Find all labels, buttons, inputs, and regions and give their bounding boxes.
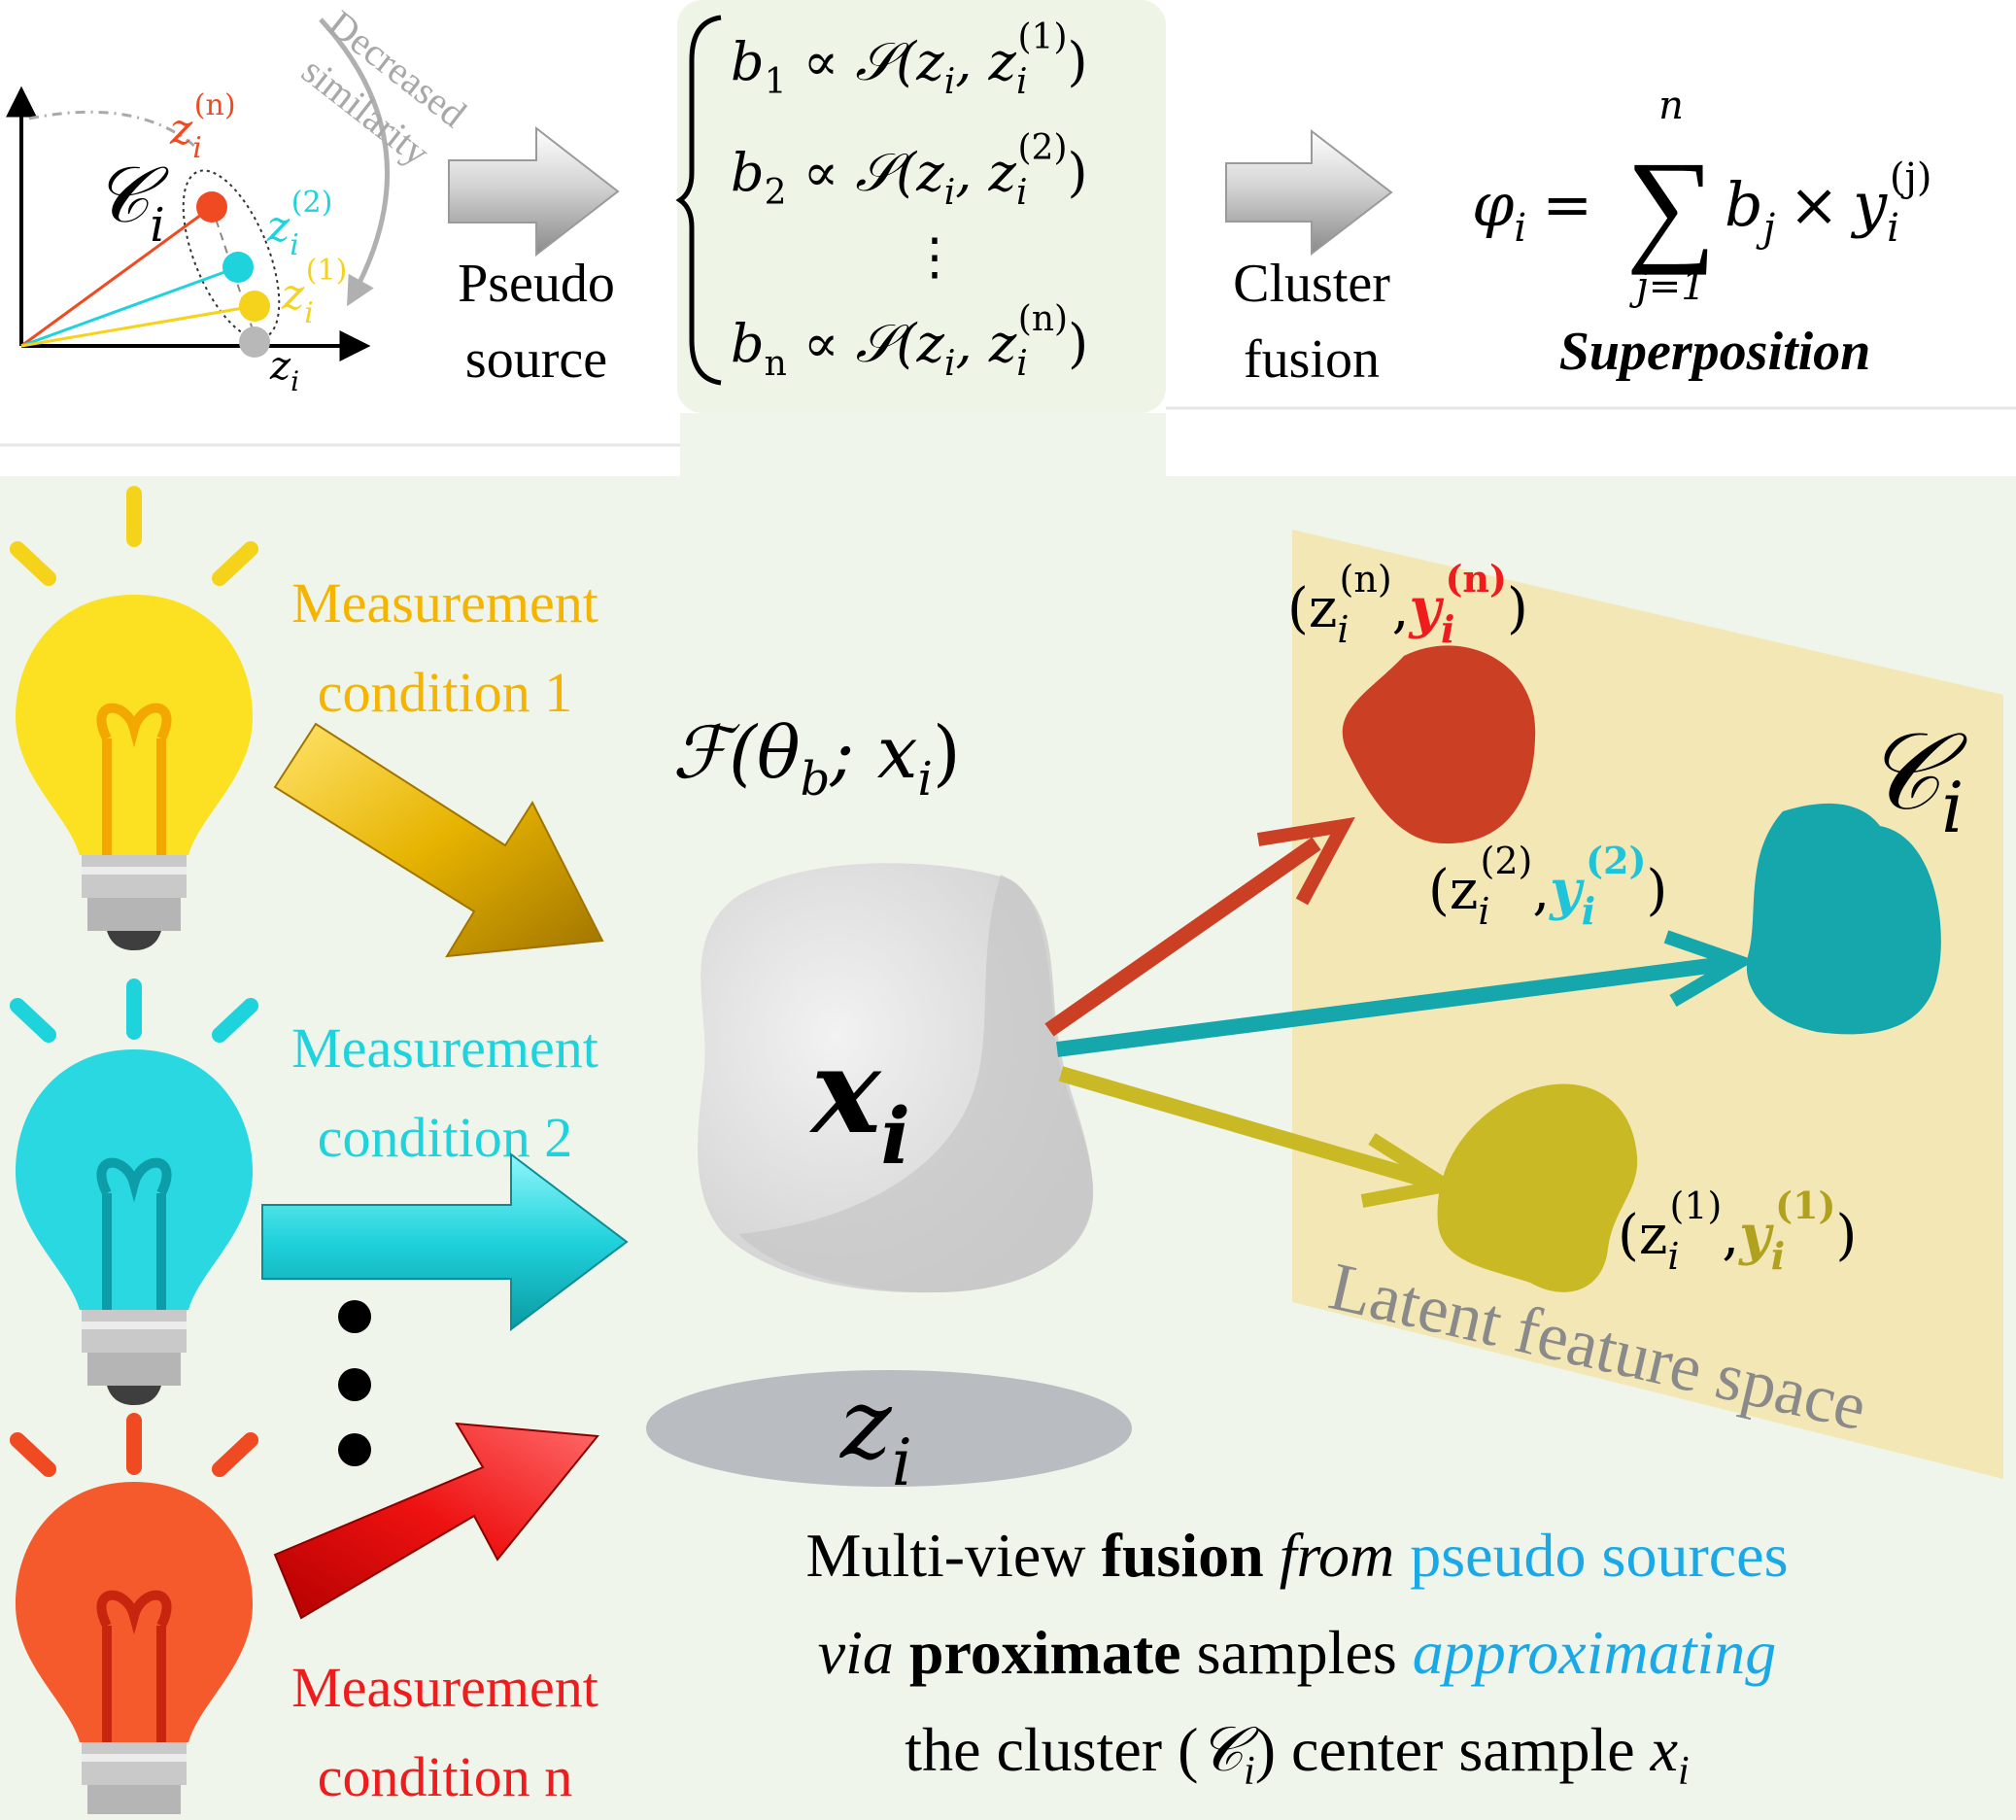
red-arrow [273, 1422, 599, 1620]
pseudo-label: Pseudo [458, 254, 615, 314]
condition-n-line1: Measurement [291, 1656, 598, 1719]
point-z0 [239, 326, 270, 358]
decreased-similarity-arc [319, 17, 391, 307]
sum-top: n [1658, 84, 1684, 128]
caption-line-3: the cluster (𝒞i) center sample xi [905, 1715, 1689, 1794]
label-z1: zi(1) [281, 254, 347, 330]
bottom-section: Latent feature space [0, 406, 2016, 1820]
lightbulb-cyan-icon [10, 979, 258, 1405]
label-zn: zi(n) [169, 88, 236, 165]
line-to-zn [20, 205, 213, 348]
dash-dot-curve [28, 110, 195, 148]
left-brace [675, 15, 722, 386]
x-center-label: xi [808, 1023, 910, 1182]
center-sample-blob [698, 863, 1094, 1293]
equation-box: b1 ∝ 𝒮(zi, zi(1)) b2 ∝ 𝒮(zi, zi(2)) ⋮ bn… [675, 0, 1166, 413]
caption-line-1: Multi-view fusion from pseudo sources [806, 1521, 1789, 1590]
z-center-label: zi [839, 1367, 912, 1500]
top-section: 𝒞i zi(n) zi(2) zi(1) zi Decreased simila… [6, 0, 1932, 413]
fusion-label: fusion [1244, 329, 1380, 390]
point-z2 [222, 252, 254, 283]
caption-line-2: via proximate samples approximating [818, 1618, 1777, 1687]
model-label: ℱ(θb; xi) [672, 711, 961, 807]
phi-term: φi= [1472, 169, 1592, 251]
ellipsis-dot-1 [338, 1300, 371, 1333]
point-z1 [239, 291, 270, 322]
lightbulb-yellow-icon [10, 486, 258, 950]
cyan-arrow [261, 1151, 629, 1332]
silver-arrow-2 [1225, 128, 1393, 257]
point-zn [196, 191, 227, 223]
superposition-formula: φi= ∑ n j=1 bj×yi(j) Superposition [1472, 84, 1932, 382]
condition-n-line2: condition n [318, 1745, 573, 1808]
lightbulb-red-icon [10, 1413, 258, 1814]
gold-arrow [273, 722, 604, 958]
label-z2: zi(2) [266, 186, 332, 262]
olive-cluster-blob [1437, 1083, 1638, 1292]
pair-label-n: (zi(n),yi(n)) [1287, 557, 1528, 651]
condition-1-line1: Measurement [291, 571, 598, 635]
silver-arrow-1 [448, 125, 620, 258]
cluster-label: Cluster [1233, 254, 1390, 314]
red-cluster-blob [1342, 645, 1536, 844]
pair-label-2: (zi(2),yi(2)) [1428, 839, 1667, 933]
sum-term: bj×yi(j) [1725, 155, 1932, 251]
eq-b2: b2 ∝ 𝒮(zi, zi(2)) [731, 128, 1088, 213]
label-z0: zi [269, 344, 299, 397]
superposition-caption: Superposition [1559, 322, 1871, 382]
similarity-axis-plot: 𝒞i zi(n) zi(2) zi(1) zi Decreased simila… [6, 2, 474, 397]
condition-2-line1: Measurement [291, 1016, 598, 1080]
ellipsis-dot-2 [338, 1368, 371, 1401]
sum-bottom: j=1 [1628, 264, 1705, 309]
teal-cluster-blob [1746, 803, 1941, 1035]
eq-bn: bn ∝ 𝒮(zi, zi(n)) [731, 299, 1088, 384]
arrow-to-red-blob [1044, 816, 1355, 1037]
axis-cluster-label: 𝒞i [93, 150, 169, 253]
sum-symbol: ∑ [1626, 136, 1717, 276]
source-label: source [465, 329, 607, 390]
z-shadow-ellipse [646, 1370, 1132, 1487]
condition-2-line2: condition 2 [318, 1106, 573, 1169]
eq-b1: b1 ∝ 𝒮(zi, zi(1)) [731, 17, 1088, 102]
line-to-z1 [20, 304, 256, 348]
pair-label-1: (zi(1),yi(1)) [1618, 1184, 1857, 1278]
condition-1-line2: condition 1 [318, 661, 573, 724]
ellipsis-dot-3 [338, 1433, 371, 1466]
line-to-z2 [20, 265, 239, 348]
arrow-to-teal-blob [1055, 930, 1756, 1057]
eq-vdots: ⋮ [909, 230, 960, 286]
